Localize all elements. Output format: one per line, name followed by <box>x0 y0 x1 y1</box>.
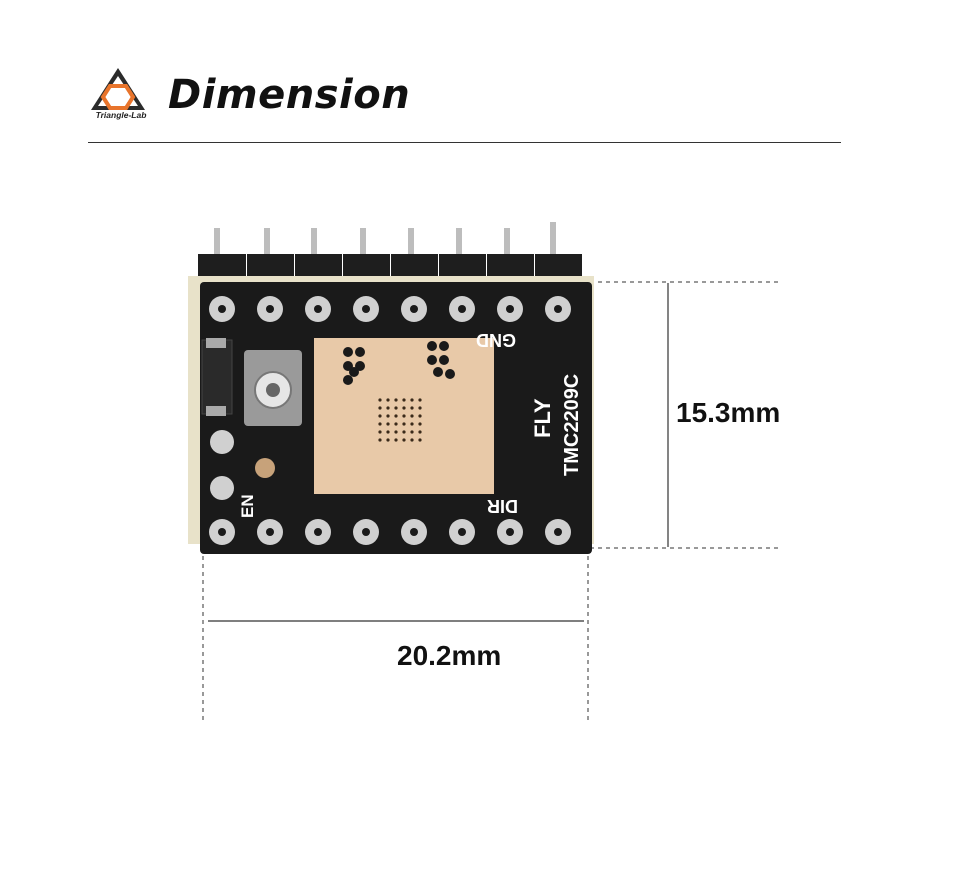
height-label: 15.3mm <box>676 397 781 428</box>
header-pins <box>214 222 556 264</box>
silk-brand: FLY <box>530 398 555 438</box>
width-label: 20.2mm <box>397 640 502 671</box>
brand-name: Triangle-Lab <box>95 110 147 120</box>
page-title: Dimension <box>168 72 411 118</box>
triangle-lab-logo: Triangle-Lab <box>88 66 148 122</box>
silk-dir: DIR <box>487 496 518 516</box>
driver-board-illustration: GND DIR EN FLY TMC2209C <box>188 222 594 554</box>
header: Triangle-Lab Dimension <box>88 66 841 144</box>
header-housing <box>198 254 582 278</box>
silk-gnd: GND <box>476 330 516 350</box>
header-divider <box>88 142 841 143</box>
silk-en: EN <box>238 494 257 518</box>
silk-model: TMC2209C <box>561 374 583 476</box>
